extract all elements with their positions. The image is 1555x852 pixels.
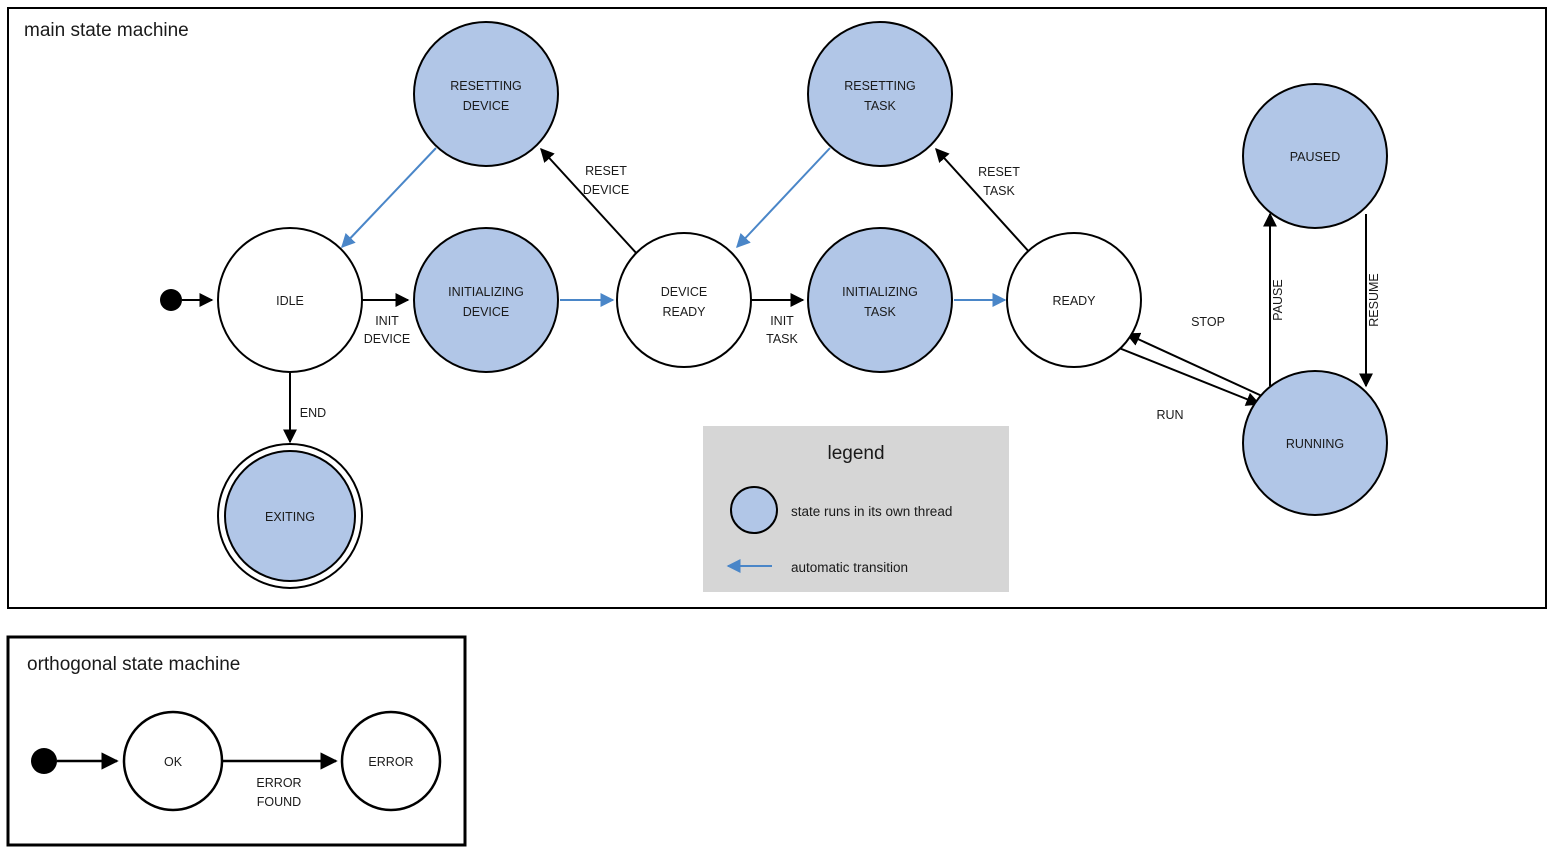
state-label-device-ready-line1: DEVICE: [661, 285, 708, 299]
state-circle-exiting-inner[interactable]: [224, 450, 356, 582]
state-circle-error[interactable]: [340, 710, 442, 812]
state-node-initializing-task[interactable]: INITIALIZING TASK: [807, 227, 953, 373]
state-circle-ready[interactable]: [1006, 232, 1142, 368]
initial-pseudostate-main: [160, 289, 182, 311]
state-label-resetting-task-line2: TASK: [864, 99, 896, 113]
state-node-ready[interactable]: READY: [1006, 232, 1142, 368]
state-node-error[interactable]: ERROR: [340, 710, 442, 812]
orthogonal-frame-title: orthogonal state machine: [27, 654, 240, 675]
state-label-initializing-device-line1: INITIALIZING: [448, 285, 524, 299]
edge-ready-to-resetting-task: [935, 147, 1032, 255]
legend-auto-transition-text: automatic transition: [791, 560, 908, 575]
state-label-initializing-task-line1: INITIALIZING: [842, 285, 918, 299]
edge-resetting-device-to-idle: [341, 147, 437, 249]
edge-label-end: END: [300, 406, 326, 420]
state-node-resetting-device[interactable]: RESETTING DEVICE: [413, 21, 559, 167]
legend-thread-state-text: state runs in its own thread: [791, 504, 952, 519]
edge-label-reset-device-line1: RESET: [585, 164, 627, 178]
legend: legend state runs in its own thread auto…: [703, 426, 1009, 592]
edge-label-stop: STOP: [1191, 315, 1225, 329]
state-node-resetting-task[interactable]: RESETTING TASK: [807, 21, 953, 167]
edge-device-ready-to-resetting-device: [540, 147, 639, 256]
edge-label-reset-device-line2: DEVICE: [583, 183, 630, 197]
edge-label-reset-task-line1: RESET: [978, 165, 1020, 179]
state-circle-paused[interactable]: [1242, 83, 1388, 229]
main-frame-title: main state machine: [24, 20, 189, 41]
edge-label-error-found-line1: ERROR: [256, 776, 301, 790]
state-circle-initializing-task[interactable]: [807, 227, 953, 373]
state-label-device-ready-line2: READY: [662, 305, 706, 319]
edge-label-init-task-line2: TASK: [766, 332, 798, 346]
state-node-exiting[interactable]: EXITING: [217, 443, 363, 589]
edge-label-run: RUN: [1156, 408, 1183, 422]
state-circle-ok[interactable]: [122, 710, 224, 812]
state-node-running[interactable]: RUNNING: [1242, 370, 1388, 516]
state-label-ready: READY: [1052, 294, 1096, 308]
state-circle-resetting-device[interactable]: [413, 21, 559, 167]
state-label-error: ERROR: [368, 755, 413, 769]
state-label-idle: IDLE: [276, 294, 304, 308]
edge-label-init-task-line1: INIT: [770, 314, 794, 328]
edge-label-pause: PAUSE: [1271, 279, 1285, 320]
state-label-initializing-task-line2: TASK: [864, 305, 896, 319]
edge-label-resume: RESUME: [1367, 273, 1381, 326]
state-label-paused: PAUSED: [1290, 150, 1340, 164]
state-label-resetting-task-line1: RESETTING: [844, 79, 916, 93]
initial-pseudostate-orthogonal: [31, 748, 57, 774]
edge-ready-to-running: [1118, 347, 1261, 406]
edge-label-init-device-line2: DEVICE: [364, 332, 411, 346]
state-label-initializing-device-line2: DEVICE: [463, 305, 510, 319]
legend-title: legend: [827, 443, 884, 464]
edge-resetting-task-to-device-ready: [736, 147, 831, 249]
state-circle-initializing-device[interactable]: [413, 227, 559, 373]
state-node-ok[interactable]: OK: [122, 710, 224, 812]
edge-label-error-found-line2: FOUND: [257, 795, 301, 809]
state-label-ok: OK: [164, 755, 183, 769]
state-circle-resetting-task[interactable]: [807, 21, 953, 167]
edge-label-reset-task-line2: TASK: [983, 184, 1015, 198]
state-circle-running[interactable]: [1242, 370, 1388, 516]
legend-thread-state-swatch: [730, 486, 778, 534]
state-node-device-ready[interactable]: DEVICE READY: [616, 232, 752, 368]
state-node-initializing-device[interactable]: INITIALIZING DEVICE: [413, 227, 559, 373]
state-node-paused[interactable]: PAUSED: [1242, 83, 1388, 229]
state-node-idle[interactable]: IDLE: [217, 227, 363, 373]
edge-running-to-ready: [1125, 332, 1263, 397]
state-label-exiting: EXITING: [265, 510, 315, 524]
edge-label-init-device-line1: INIT: [375, 314, 399, 328]
state-label-resetting-device-line1: RESETTING: [450, 79, 522, 93]
state-label-resetting-device-line2: DEVICE: [463, 99, 510, 113]
state-circle-device-ready[interactable]: [616, 232, 752, 368]
state-label-running: RUNNING: [1286, 437, 1344, 451]
state-circle-idle[interactable]: [217, 227, 363, 373]
